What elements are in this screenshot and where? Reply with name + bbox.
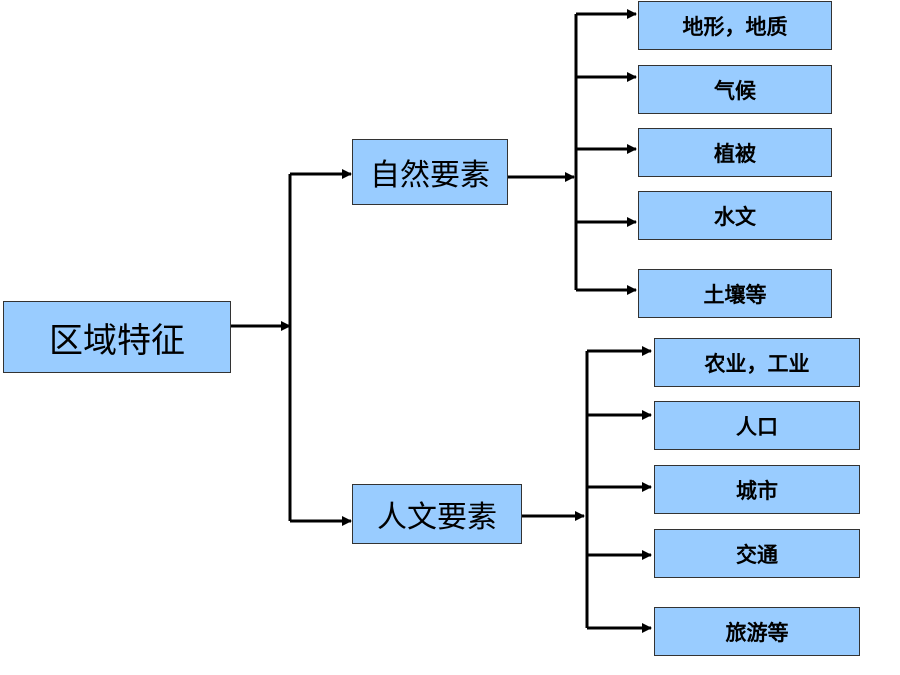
natural-item-soil: 土壤等 (638, 269, 832, 318)
root-node: 区域特征 (3, 301, 231, 373)
natural-item-climate: 气候 (638, 65, 832, 114)
human-factors-node: 人文要素 (352, 484, 522, 544)
human-item-city: 城市 (654, 465, 860, 514)
human-item-tourism: 旅游等 (654, 607, 860, 656)
natural-factors-node: 自然要素 (352, 139, 508, 205)
human-item-agriculture-industry: 农业，工业 (654, 338, 860, 387)
natural-item-vegetation: 植被 (638, 128, 832, 177)
natural-item-hydrology: 水文 (638, 191, 832, 240)
natural-item-landform: 地形，地质 (638, 1, 832, 50)
human-item-transport: 交通 (654, 529, 860, 578)
human-item-population: 人口 (654, 401, 860, 450)
